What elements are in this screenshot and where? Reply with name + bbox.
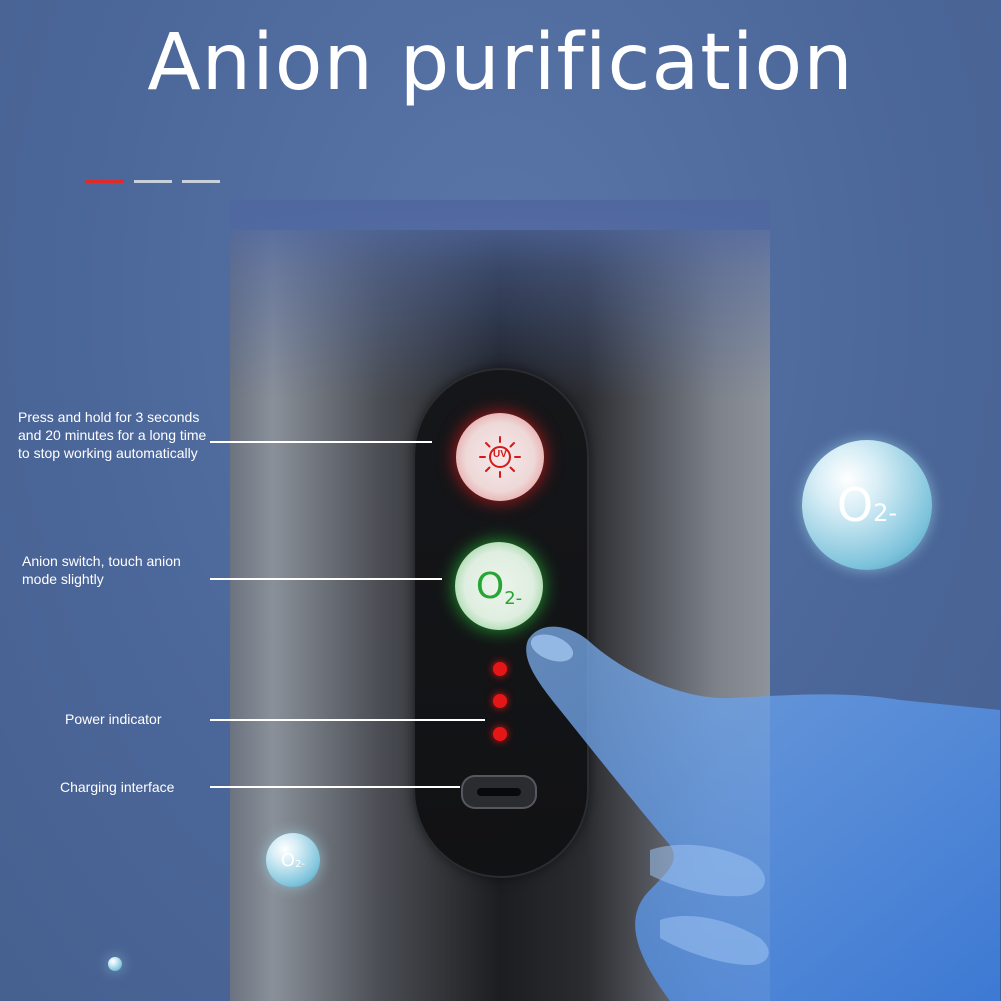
carousel-pager (86, 180, 220, 183)
device-top-fade (230, 200, 770, 400)
anion-switch-label: Anion switch, touch anion mode slightly (22, 553, 181, 587)
charging-port (461, 775, 537, 809)
uv-button-label: Press and hold for 3 seconds and 20 minu… (18, 409, 207, 461)
pager-dot-active[interactable] (86, 180, 124, 183)
pointing-hand-illustration (526, 626, 1000, 1001)
pager-dot[interactable] (182, 180, 220, 183)
power-leader-line (210, 719, 485, 721)
tiny-bubble (108, 957, 122, 971)
uv-label: UV (493, 449, 507, 460)
power-led-1 (493, 662, 507, 676)
pager-dot[interactable] (134, 180, 172, 183)
charging-leader-line (210, 786, 460, 788)
page-title: Anion purification (147, 18, 854, 108)
anion-button[interactable]: O2- (455, 542, 543, 630)
anion-label: O2- (475, 565, 523, 609)
uv-button[interactable]: UV (456, 413, 544, 501)
power-indicator-label: Power indicator (65, 711, 162, 727)
uv-sun-icon: UV (478, 435, 522, 479)
power-led-3 (493, 727, 507, 741)
anion-leader-line (210, 578, 442, 580)
uv-leader-line (210, 441, 432, 443)
power-led-2 (493, 694, 507, 708)
charging-interface-label: Charging interface (60, 779, 175, 795)
